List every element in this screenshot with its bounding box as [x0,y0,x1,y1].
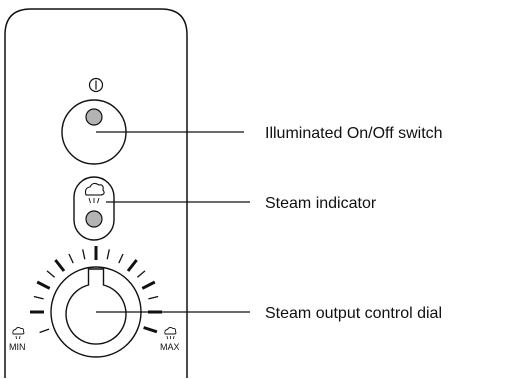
max-steam-icon [164,327,177,340]
dial-minor-tick [136,270,146,278]
steam-indicator [73,176,115,241]
power-symbol-icon [88,77,104,93]
steam-indicator-light [85,210,103,228]
dial-minor-tick [68,253,74,264]
dial-minor-tick [148,295,159,300]
dial-minor-tick [106,249,110,260]
label-power-switch: Illuminated On/Off switch [265,125,443,142]
dial-scale-ticks [30,246,162,334]
dial-minor-tick [82,249,86,260]
dial-major-tick [54,259,66,272]
dial-max-label: MAX [160,342,180,352]
control-panel-outline [4,8,188,378]
dial-min-label: MIN [9,342,26,352]
dial-minor-tick [118,253,124,264]
dial-minor-tick [33,295,44,300]
dial-major-tick [126,259,138,272]
dial-major-tick [36,280,51,290]
dial-max-end-tick [143,326,158,334]
steam-cloud-icon [84,182,105,204]
dial-major-tick [141,280,156,290]
dial-min-end-tick [39,328,50,334]
label-steam-dial: Steam output control dial [265,305,442,322]
min-steam-icon [12,327,25,340]
label-steam-indicator: Steam indicator [265,195,377,212]
switch-light [85,108,103,126]
dial-knob-grip [65,268,127,345]
dial-minor-tick [46,270,56,278]
